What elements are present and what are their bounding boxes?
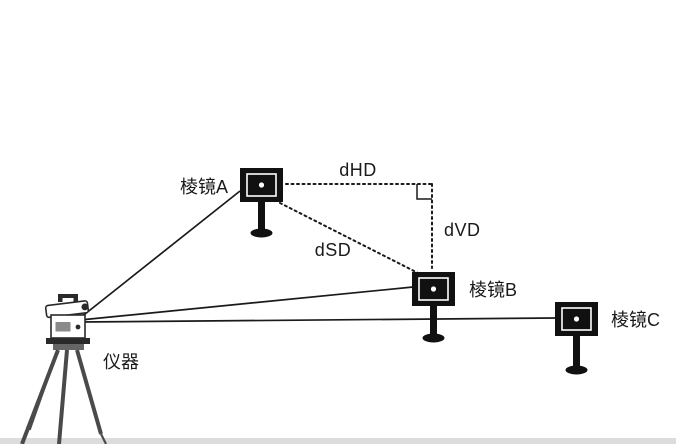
prism-c-label: 棱镜C	[611, 310, 660, 330]
dsd-dotted-line	[279, 202, 419, 274]
prism-c-base	[565, 365, 588, 375]
dsd-label: dSD	[315, 240, 352, 260]
measurement-lines	[279, 183, 433, 274]
prism-b-target-dot	[430, 286, 437, 292]
prism-a-pole	[258, 200, 265, 230]
tripod-leg-right-foot	[100, 433, 107, 444]
total-station	[20, 294, 107, 444]
tripod-leg-middle	[57, 349, 69, 444]
prism-a-target-dot	[258, 182, 265, 188]
prism-a	[240, 168, 283, 238]
total-station-knob-icon	[75, 324, 81, 330]
telescope-lens-icon	[81, 303, 89, 311]
instrument-label: 仪器	[103, 352, 139, 372]
total-station-display	[55, 322, 71, 332]
right-angle-marker	[416, 184, 432, 200]
prism-b	[412, 272, 455, 343]
dhd-label: dHD	[339, 160, 377, 180]
tripod-leg-right	[75, 349, 103, 435]
tripod-legs	[20, 349, 107, 444]
prism-a-base	[250, 228, 273, 238]
prism-a-target-frame	[246, 173, 277, 197]
prism-c-target-frame	[561, 307, 592, 331]
prism-c-target-dot	[573, 316, 580, 322]
prism-c	[555, 302, 598, 375]
prism-b-base	[422, 333, 445, 343]
total-station-handle	[58, 294, 78, 302]
prism-b-pole	[430, 304, 437, 336]
total-station-baseplate	[46, 338, 90, 344]
dvd-label: dVD	[444, 220, 481, 240]
ground-strip	[0, 438, 676, 444]
sight-lines	[79, 190, 557, 323]
tribrach	[53, 344, 84, 350]
line-instrument-to-prism-a	[79, 190, 241, 319]
prism-a-label: 棱镜A	[180, 177, 228, 197]
prism-b-label: 棱镜B	[469, 280, 517, 300]
prism-b-target-frame	[418, 277, 449, 301]
prism-c-pole	[573, 334, 580, 368]
line-instrument-to-prism-c	[79, 317, 557, 323]
tripod-leg-left-strut	[29, 361, 55, 431]
line-instrument-to-prism-b	[79, 286, 414, 321]
